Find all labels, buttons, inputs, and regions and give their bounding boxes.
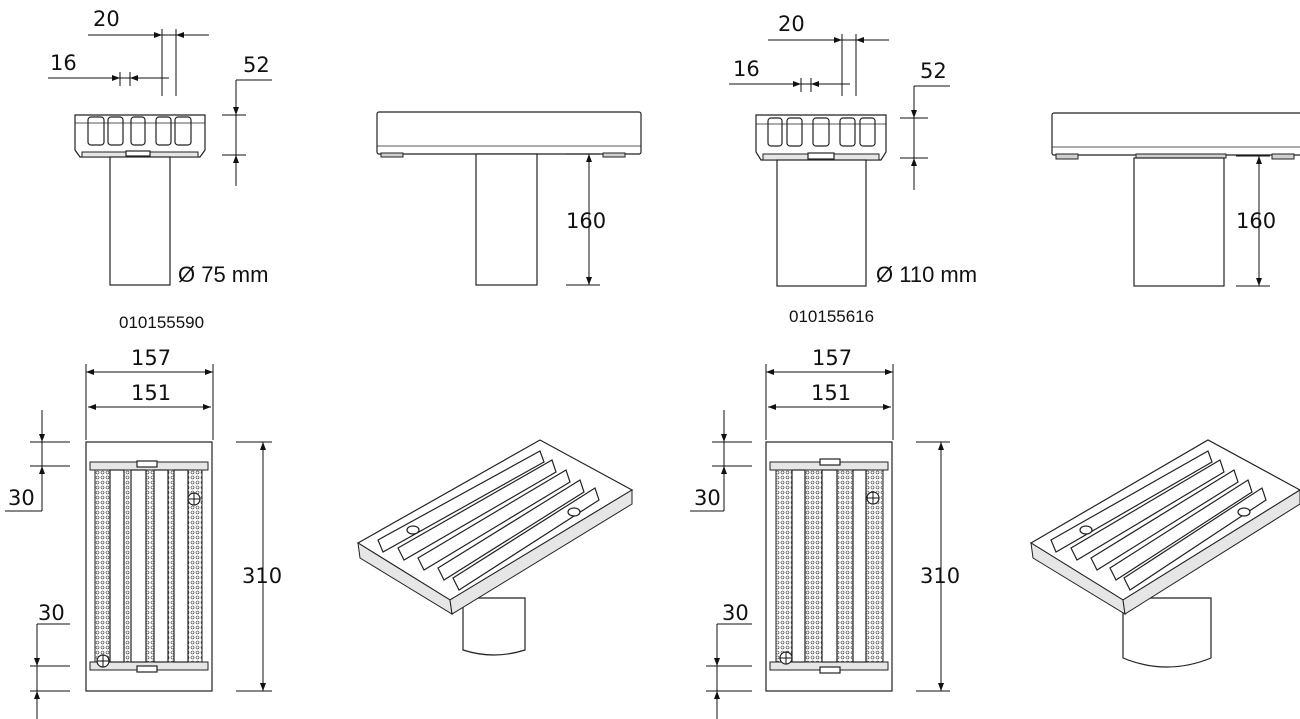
dim-slot-pitch-2: 20 [778,12,805,36]
product-code-2: 010155616 [789,307,874,326]
isometric-view-2 [1029,439,1300,668]
dim-edge-top-2: 30 [694,486,721,510]
top-view-2 [765,441,893,692]
dim-outlet-length-2: 160 [1236,209,1276,233]
product-2: 20 16 52 Ø 110 mm 010155616 160 [690,12,1300,719]
front-view-2 [755,114,887,287]
side-view-1 [376,111,642,286]
dim-outlet-length-1: 160 [566,209,606,233]
product-1: 20 16 52 Ø 75 mm 010155590 160 [5,7,642,719]
dim-length-2: 310 [920,564,960,588]
dimension-lines-1-top [48,29,272,186]
dim-outer-width-1: 157 [131,346,171,370]
diameter-label-1: Ø 75 mm [178,262,268,287]
product-code-1: 010155590 [119,313,204,332]
front-view-1 [74,114,206,286]
dimension-lines-2-bottom [690,364,950,719]
dimension-lines-2-top [729,34,950,190]
dim-slot-width-2: 16 [733,57,760,81]
dim-length-1: 310 [242,564,282,588]
top-view-1 [85,441,213,692]
dim-frame-height-2: 52 [920,59,947,83]
dim-edge-bottom-1: 30 [38,601,65,625]
dim-edge-bottom-2: 30 [722,601,749,625]
diameter-label-2: Ø 110 mm [876,262,977,287]
dim-slot-width-1: 16 [50,51,77,75]
dim-edge-top-1: 30 [8,486,35,510]
side-view-2 [1051,112,1300,287]
dim-inner-width-1: 151 [131,381,171,405]
dimension-lines-1-bottom [5,364,272,719]
dim-inner-width-2: 151 [811,381,851,405]
dim-slot-pitch-1: 20 [93,7,120,31]
isometric-view-1 [356,439,634,656]
dim-outer-width-2: 157 [812,346,852,370]
dim-frame-height-1: 52 [243,53,270,77]
